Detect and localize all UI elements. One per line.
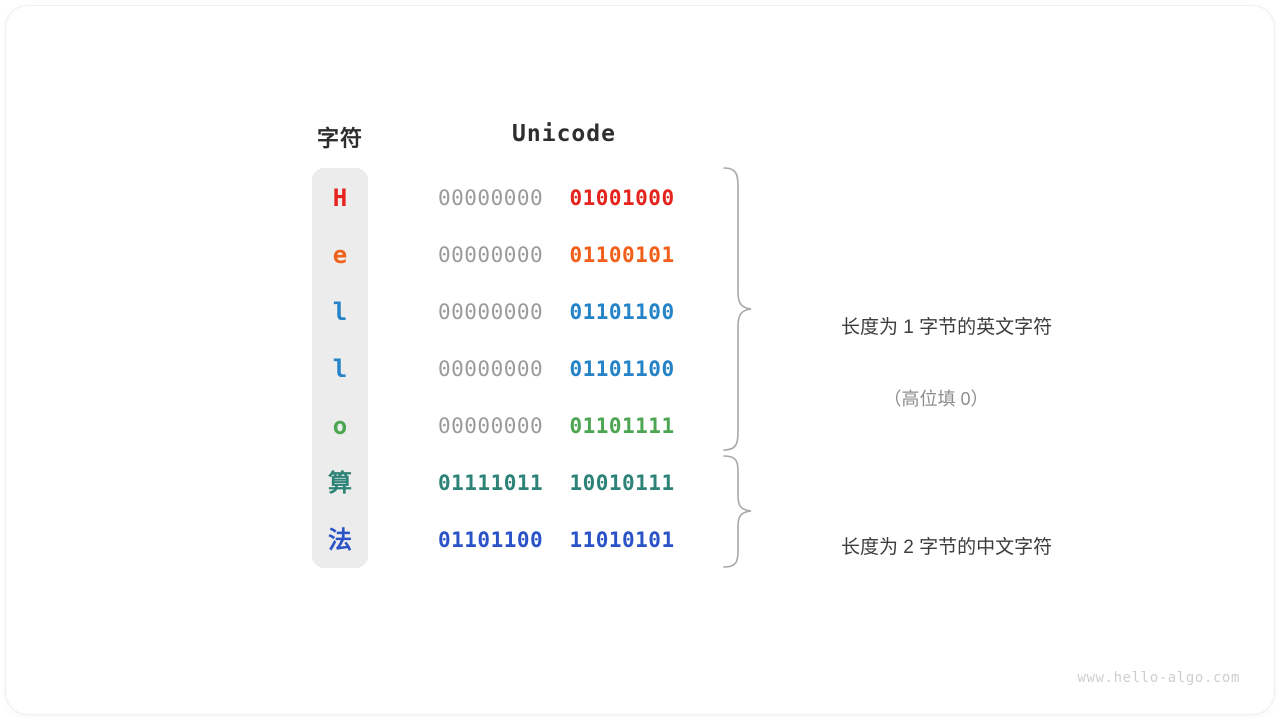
table-row: 算 01111011 10010111 xyxy=(312,454,712,511)
row-character: 算 xyxy=(328,468,352,497)
row-low-byte: 01101111 xyxy=(569,413,675,438)
column-header-unicode: Unicode xyxy=(512,121,616,147)
row-character: H xyxy=(332,183,348,212)
row-unicode-bits: 00000000 01101111 xyxy=(438,414,712,438)
row-unicode-bits: 00000000 01101100 xyxy=(438,300,712,324)
figure-card: 字符 Unicode H 00000000 01001000 e 00000000 0… xyxy=(6,6,1274,714)
row-unicode-bits: 01101100 11010101 xyxy=(438,528,712,552)
annotation-chinese-main: 长度为 2 字节的中文字符 xyxy=(840,537,1053,559)
row-high-byte: 01101100 xyxy=(438,527,544,552)
row-low-byte: 01100101 xyxy=(569,242,675,267)
row-high-byte: 01111011 xyxy=(438,470,544,495)
row-low-byte: 01101100 xyxy=(569,356,675,381)
row-low-byte: 01101100 xyxy=(569,299,675,324)
annotation-chinese: 长度为 2 字节的中文字符 xyxy=(774,494,1098,602)
row-low-byte: 01001000 xyxy=(569,185,675,210)
row-character: l xyxy=(332,354,348,383)
row-low-byte: 10010111 xyxy=(569,470,675,495)
row-unicode-bits: 01111011 10010111 xyxy=(438,471,712,495)
row-high-byte: 00000000 xyxy=(438,242,544,267)
annotation-english: 长度为 1 字节的英文字符 （高位填 0） xyxy=(774,274,1098,489)
row-unicode-bits: 00000000 01001000 xyxy=(438,186,712,210)
annotation-english-sub: （高位填 0） xyxy=(883,389,989,410)
row-high-byte: 00000000 xyxy=(438,299,544,324)
row-character: 法 xyxy=(328,525,352,554)
row-high-byte: 00000000 xyxy=(438,413,544,438)
row-high-byte: 00000000 xyxy=(438,185,544,210)
table-row: e 00000000 01100101 xyxy=(312,226,712,283)
brace-chinese-group xyxy=(723,455,752,568)
site-watermark: www.hello-algo.com xyxy=(1077,670,1240,686)
row-character: o xyxy=(332,411,348,440)
table-row: 法 01101100 11010101 xyxy=(312,511,712,568)
row-character: e xyxy=(332,240,348,269)
table-row: o 00000000 01101111 xyxy=(312,397,712,454)
annotation-english-main: 长度为 1 字节的英文字符 xyxy=(840,317,1053,339)
table-row: l 00000000 01101100 xyxy=(312,340,712,397)
character-column-background xyxy=(312,168,368,568)
row-high-byte: 00000000 xyxy=(438,356,544,381)
row-low-byte: 11010101 xyxy=(569,527,675,552)
row-unicode-bits: 00000000 01100101 xyxy=(438,243,712,267)
column-header-character: 字符 xyxy=(316,126,363,151)
table-row: H 00000000 01001000 xyxy=(312,169,712,226)
brace-english-group xyxy=(723,167,752,451)
table-row: l 00000000 01101100 xyxy=(312,283,712,340)
row-unicode-bits: 00000000 01101100 xyxy=(438,357,712,381)
row-character: l xyxy=(332,297,348,326)
